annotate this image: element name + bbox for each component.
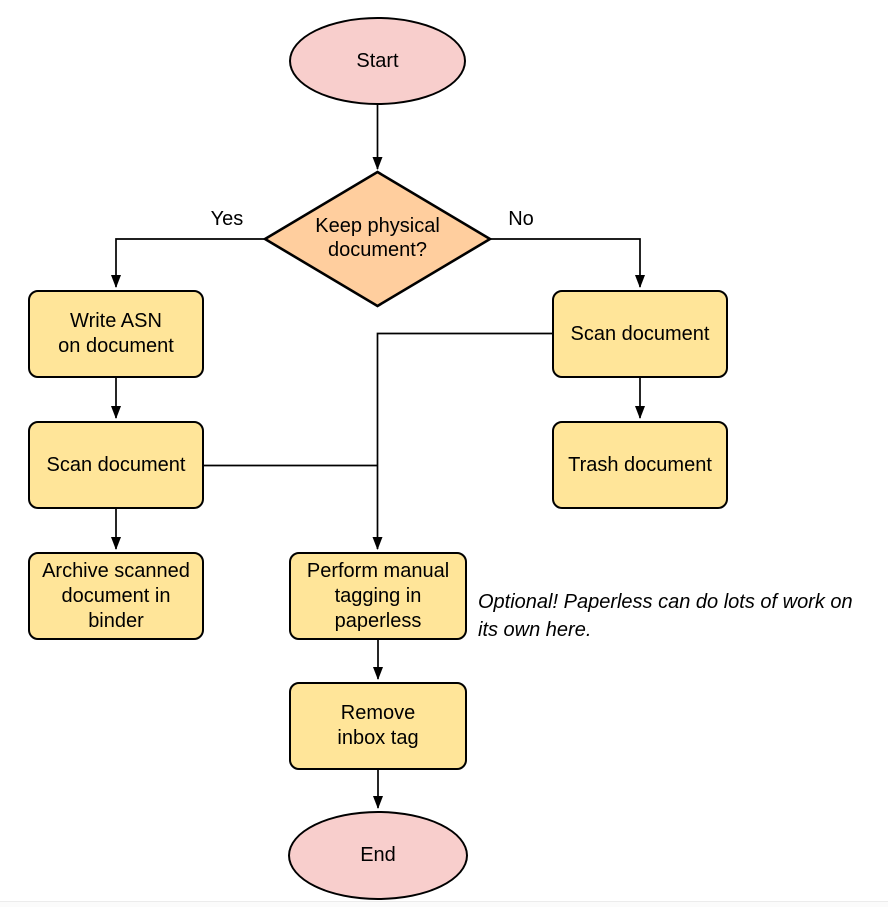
- edge-decision-to-scan-right: [490, 238, 645, 288]
- manual-tagging-node-label: Perform manual tagging in paperless: [306, 559, 450, 632]
- decision-node-label: Keep physical document?: [315, 215, 440, 261]
- scan-document-left-node-label: Scan document: [46, 453, 186, 476]
- remove-inbox-tag-node-label: Remove inbox tag: [337, 702, 419, 749]
- manual-tagging-node: Perform manual tagging in paperless: [289, 552, 467, 640]
- remove-inbox-tag-node: Remove inbox tag: [289, 682, 467, 770]
- archive-node: Archive scanned document in binder: [28, 552, 204, 640]
- scan-document-right-node-label: Scan document: [570, 322, 710, 345]
- end-node: End: [288, 811, 468, 900]
- bottom-divider: [0, 901, 888, 907]
- annotation-text: Optional! Paperless can do lots of work …: [478, 591, 853, 641]
- write-asn-node-label: Write ASN on document: [58, 310, 174, 357]
- edge-scan-right-to-tagging: [372, 332, 552, 550]
- archive-node-label: Archive scanned document in binder: [42, 559, 190, 632]
- scan-document-left-node: Scan document: [28, 421, 204, 509]
- edge-decision-to-write-asn: [111, 238, 265, 288]
- yes-edge-label: Yes: [210, 208, 244, 230]
- trash-document-node-label: Trash document: [568, 453, 712, 476]
- start-node-label: Start: [356, 49, 399, 72]
- scan-document-right-node: Scan document: [552, 290, 728, 378]
- trash-document-node: Trash document: [552, 421, 728, 509]
- write-asn-node: Write ASN on document: [28, 290, 204, 378]
- end-node-label: End: [360, 844, 396, 866]
- no-edge-label: No: [508, 208, 534, 230]
- start-node: Start: [289, 17, 466, 105]
- decision-node-shape: [262, 170, 493, 308]
